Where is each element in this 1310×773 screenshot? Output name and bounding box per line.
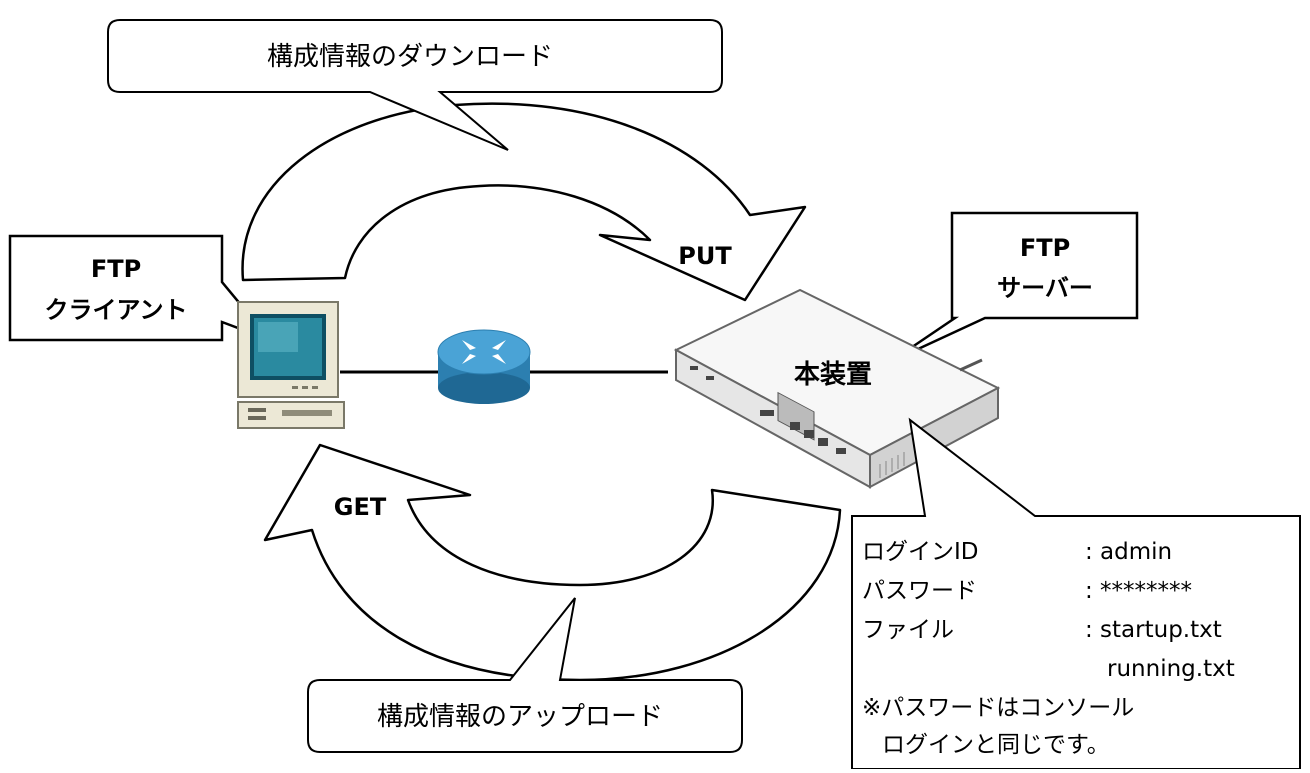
info-note-line1: ※パスワードはコンソール [862, 695, 1134, 721]
info-row-password-key: パスワード [862, 578, 977, 604]
server-callout-shape [889, 211, 1139, 364]
info-row-file-key: ファイル [862, 617, 954, 643]
info-row-login-key: ログインID [862, 539, 979, 565]
get-label: GET [334, 493, 387, 521]
info-row-file-value-2: running.txt [1107, 656, 1235, 682]
download-callout-shape [107, 19, 723, 151]
client-callout-line1: FTP [91, 255, 141, 283]
put-arrow [241, 102, 807, 302]
info-row-password-value: : ******** [1085, 578, 1192, 604]
info-box: ログインID : admin パスワード : ******** ファイル : s… [862, 539, 1235, 758]
get-arrow [263, 443, 842, 682]
client-callout-shape [8, 234, 274, 343]
computer-icon [237, 301, 345, 429]
server-callout-line2: サーバー [997, 274, 1093, 302]
info-note-line2: ログインと同じです。 [882, 732, 1110, 758]
server-callout-line1: FTP [1020, 234, 1070, 262]
router-icon [437, 329, 531, 404]
client-callout-line2: クライアント [44, 296, 187, 324]
info-row-file-value: : startup.txt [1085, 617, 1222, 643]
download-callout-text: 構成情報のダウンロード [267, 42, 553, 72]
device-label: 本装置 [794, 360, 872, 390]
upload-callout-text: 構成情報のアップロード [377, 702, 663, 732]
upload-callout-shape [307, 597, 743, 753]
info-row-login-value: : admin [1085, 539, 1172, 565]
device-icon [673, 288, 1001, 489]
put-label: PUT [678, 242, 732, 270]
